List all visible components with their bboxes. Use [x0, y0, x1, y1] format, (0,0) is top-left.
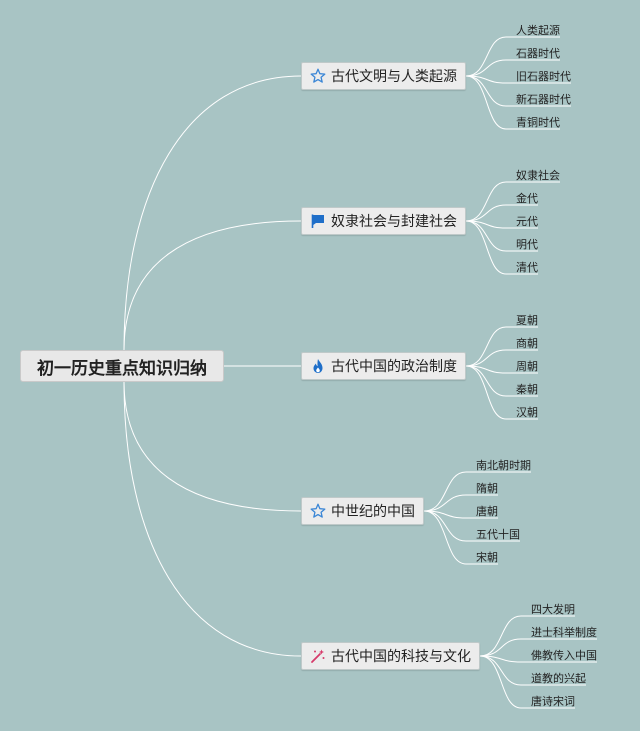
- branch-leaf-connector: [465, 365, 538, 397]
- branch-leaf-connector: [479, 655, 586, 686]
- branch-leaf-connector: [465, 365, 538, 420]
- branch-topic-slave-feudal-society[interactable]: 奴隶社会与封建社会: [301, 207, 466, 235]
- leaf-topic[interactable]: 商朝: [516, 337, 538, 350]
- magic-wand-icon: [310, 648, 326, 664]
- leaf-topic[interactable]: 人类起源: [516, 24, 560, 37]
- star-outline-icon: [310, 503, 326, 519]
- branch-leaf-connector: [465, 75, 560, 130]
- flame-icon: [310, 358, 326, 374]
- leaf-topic[interactable]: 汉朝: [516, 406, 538, 419]
- leaf-topic[interactable]: 唐诗宋词: [531, 695, 575, 708]
- leaf-topic[interactable]: 青铜时代: [516, 116, 560, 129]
- branch-leaf-connector: [479, 615, 575, 657]
- branch-leaf-connector: [465, 75, 571, 84]
- branch-leaf-connector: [465, 349, 538, 367]
- branch-leaf-connector: [465, 220, 538, 229]
- leaf-topic[interactable]: 道教的兴起: [531, 672, 586, 685]
- root-branch-connector: [123, 220, 302, 351]
- root-topic[interactable]: 初一历史重点知识归纳: [20, 350, 224, 382]
- branch-label: 古代中国的科技与文化: [331, 649, 471, 665]
- branch-leaf-connector: [479, 655, 597, 663]
- leaf-topic[interactable]: 秦朝: [516, 383, 538, 396]
- leaf-topic[interactable]: 明代: [516, 238, 538, 251]
- branch-label: 中世纪的中国: [331, 504, 415, 520]
- branch-label: 古代文明与人类起源: [331, 69, 457, 85]
- branch-label: 奴隶社会与封建社会: [331, 214, 457, 230]
- branch-topic-science-culture[interactable]: 古代中国的科技与文化: [301, 642, 480, 670]
- branch-leaf-connector: [465, 220, 538, 252]
- flag-icon: [310, 213, 326, 229]
- branch-label: 古代中国的政治制度: [331, 359, 457, 375]
- branch-leaf-connector: [479, 655, 575, 709]
- branch-leaf-connector: [423, 510, 498, 565]
- leaf-topic[interactable]: 南北朝时期: [476, 459, 531, 472]
- branch-leaf-connector: [465, 204, 538, 222]
- leaf-topic[interactable]: 新石器时代: [516, 93, 571, 106]
- root-topic-label: 初一历史重点知识归纳: [37, 358, 207, 379]
- branch-leaf-connector: [465, 365, 538, 374]
- root-branch-connector: [123, 381, 302, 657]
- branch-leaf-connector: [465, 220, 538, 275]
- branch-leaf-connector: [479, 638, 597, 657]
- branch-leaf-connector: [423, 471, 531, 512]
- leaf-topic[interactable]: 周朝: [516, 360, 538, 373]
- branch-leaf-connector: [423, 494, 498, 512]
- leaf-topic[interactable]: 宋朝: [476, 551, 498, 564]
- star-outline-icon: [310, 68, 326, 84]
- leaf-topic[interactable]: 四大发明: [531, 603, 575, 616]
- branch-leaf-connector: [465, 326, 538, 367]
- root-branch-connector: [123, 75, 302, 351]
- leaf-topic[interactable]: 清代: [516, 261, 538, 274]
- leaf-topic[interactable]: 元代: [516, 215, 538, 228]
- branch-leaf-connector: [465, 181, 560, 222]
- leaf-topic[interactable]: 佛教传入中国: [531, 649, 597, 662]
- branch-leaf-connector: [465, 59, 560, 77]
- branch-leaf-connector: [423, 510, 520, 542]
- leaf-topic[interactable]: 旧石器时代: [516, 70, 571, 83]
- leaf-topic[interactable]: 石器时代: [516, 47, 560, 60]
- leaf-topic[interactable]: 进士科举制度: [531, 626, 597, 639]
- leaf-topic[interactable]: 隋朝: [476, 482, 498, 495]
- leaf-topic[interactable]: 唐朝: [476, 505, 498, 518]
- leaf-topic[interactable]: 五代十国: [476, 528, 520, 541]
- leaf-topic[interactable]: 奴隶社会: [516, 169, 560, 182]
- branch-topic-political-system[interactable]: 古代中国的政治制度: [301, 352, 466, 380]
- branch-topic-medieval-china[interactable]: 中世纪的中国: [301, 497, 424, 525]
- leaf-topic[interactable]: 金代: [516, 192, 538, 205]
- root-branch-connector: [123, 381, 302, 512]
- branch-topic-ancient-civilization[interactable]: 古代文明与人类起源: [301, 62, 466, 90]
- branch-leaf-connector: [423, 510, 498, 519]
- leaf-topic[interactable]: 夏朝: [516, 314, 538, 327]
- branch-leaf-connector: [465, 75, 571, 107]
- branch-leaf-connector: [465, 36, 560, 77]
